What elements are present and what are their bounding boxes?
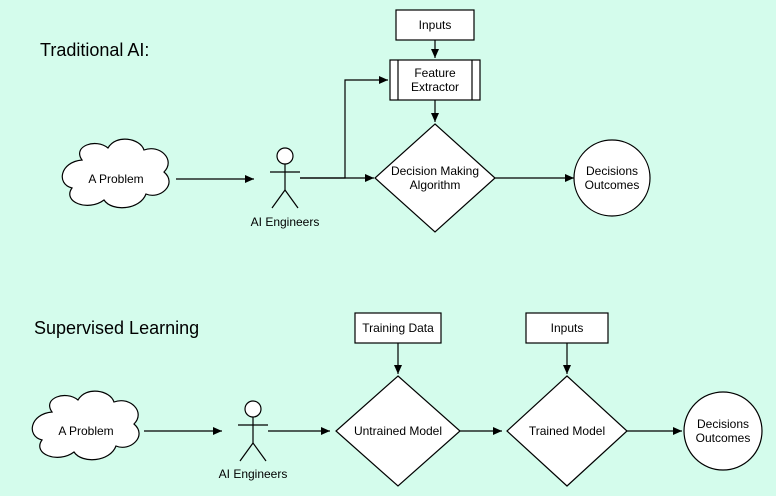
decision-label: Decision Making Algorithm — [380, 158, 490, 198]
feature-extractor-line-2: Extractor — [410, 80, 459, 94]
decision-line-1: Decision Making — [390, 164, 480, 178]
feature-extractor-line-1: Feature — [414, 66, 456, 80]
problem-label-1: A Problem — [88, 172, 144, 186]
actor-label-1: AI Engineers — [250, 215, 320, 229]
cloud-problem-1 — [61, 138, 170, 209]
decision-diamond-1 — [374, 123, 496, 233]
inputs-box-1 — [395, 9, 475, 41]
outcomes-1-line-2: Outcomes — [584, 178, 640, 192]
outcomes-2-line-2: Outcomes — [695, 431, 751, 445]
trained-model-label: Trained Model — [528, 424, 606, 438]
inputs-box-2 — [525, 312, 609, 344]
problem-label-2: A Problem — [58, 424, 114, 438]
inputs-label-2: Inputs — [550, 321, 584, 335]
training-data-label: Training Data — [362, 321, 434, 335]
outcomes-circle-1 — [573, 139, 651, 217]
outcomes-2-line-1: Decisions — [696, 417, 750, 431]
feature-extractor-label: Feature Extractor — [398, 60, 472, 100]
cloud-problem-2 — [31, 390, 140, 461]
actor-icon-1 — [270, 147, 300, 209]
outcomes-1-line-1: Decisions — [585, 164, 639, 178]
training-data-box — [354, 312, 442, 344]
decision-line-2: Algorithm — [409, 178, 461, 192]
inputs-label-1: Inputs — [418, 18, 452, 32]
outcomes-circle-2 — [683, 391, 763, 471]
trained-model-diamond — [506, 375, 628, 487]
untrained-model-label: Untrained Model — [353, 424, 443, 438]
outcomes-label-2: Decisions Outcomes — [685, 413, 761, 449]
section-title-traditional: Traditional AI: — [40, 40, 150, 60]
actor-label-2: AI Engineers — [218, 467, 288, 481]
outcomes-label-1: Decisions Outcomes — [574, 160, 650, 196]
section-title-supervised: Supervised Learning — [34, 318, 200, 338]
arrow-engineer-to-extractor — [300, 76, 388, 179]
actor-icon-2 — [238, 400, 268, 462]
untrained-model-diamond — [335, 375, 461, 487]
feature-extractor-box — [389, 59, 481, 101]
